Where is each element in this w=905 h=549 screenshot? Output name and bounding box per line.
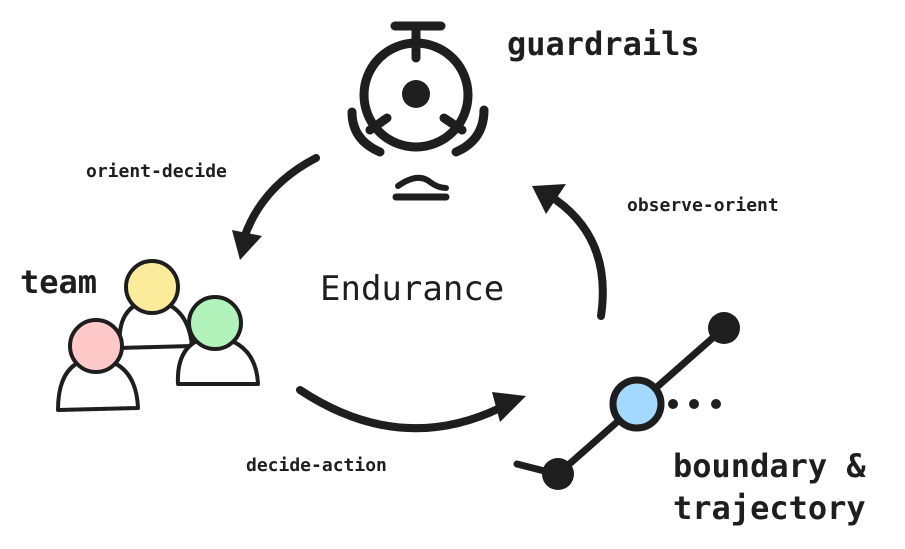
ellipsis-dot — [668, 399, 678, 409]
guardrails-label: guardrails — [507, 25, 700, 63]
boundary-trajectory-icon — [513, 312, 740, 490]
orient-decide-arrow — [232, 154, 320, 260]
observe-orient-label: observe-orient — [627, 195, 779, 216]
guardrails-icon — [347, 21, 489, 201]
decide-action-label: decide-action — [246, 455, 387, 476]
decide-action-arrow — [296, 386, 526, 433]
ellipsis-dot — [689, 399, 699, 409]
team-label: team — [20, 263, 97, 301]
center-label: Endurance — [320, 269, 504, 309]
observe-orient-arrow — [532, 184, 607, 320]
boundary-label-line2: trajectory — [673, 489, 866, 527]
orient-decide-label: orient-decide — [86, 161, 227, 182]
boundary-label-line1: boundary & — [673, 447, 866, 485]
ellipsis-dot — [711, 399, 721, 409]
team-icon — [56, 259, 260, 412]
